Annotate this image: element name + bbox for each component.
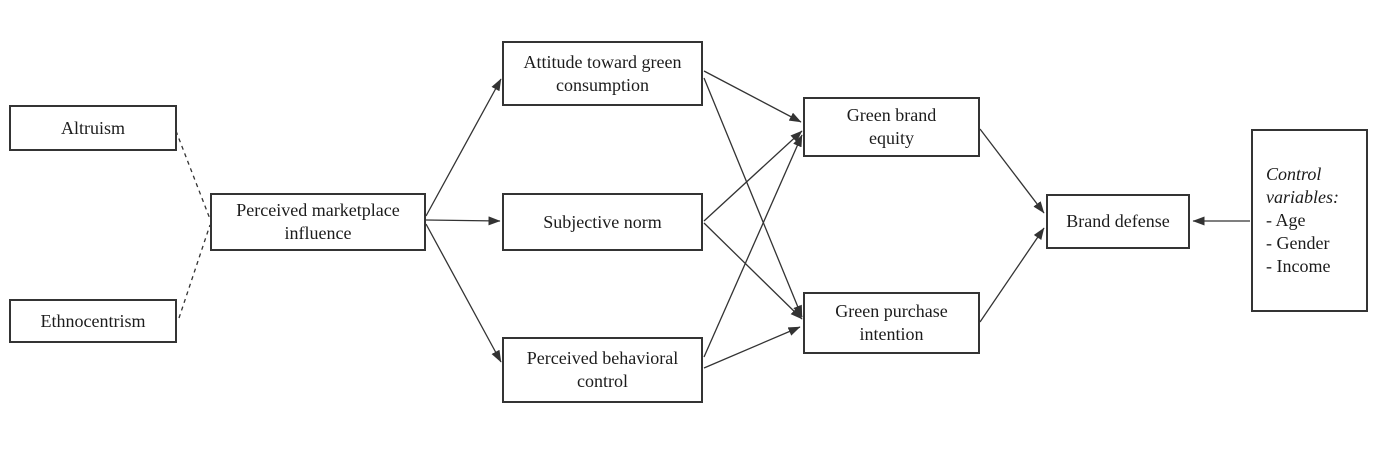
- node-brand-defense: Brand defense: [1046, 194, 1190, 249]
- control-variable-item-income: - Income: [1266, 256, 1331, 276]
- edge-green_brand_equity-to-brand_defense: [979, 128, 1045, 214]
- node-ethnocentrism: Ethnocentrism: [9, 299, 177, 343]
- node-green-purchase-intention: Green purchase intention: [803, 292, 980, 354]
- node-attitude-toward-green-consumption-label: Attitude toward green consumption: [523, 51, 682, 95]
- node-green-brand-equity: Green brand equity: [803, 97, 980, 157]
- edge-perceived_behavioral_control-to-green_brand_equity: [703, 134, 803, 358]
- edge-perceived_marketplace_influence-to-perceived_behavioral_control: [425, 223, 502, 363]
- node-perceived-behavioral-control: Perceived behavioral control: [502, 337, 703, 403]
- edge-perceived_marketplace_influence-to-subjective_norm: [425, 216, 501, 226]
- edge-green_purchase_intention-to-brand_defense: [979, 227, 1045, 323]
- node-perceived-behavioral-control-label: Perceived behavioral control: [526, 348, 679, 391]
- node-ethnocentrism-label: Ethnocentrism: [40, 310, 146, 331]
- node-perceived-marketplace-influence-label: Perceived marketplace influence: [236, 200, 400, 243]
- node-altruism-label: Altruism: [60, 117, 125, 138]
- node-attitude-toward-green-consumption: Attitude toward green consumption: [502, 41, 703, 106]
- node-altruism: Altruism: [9, 105, 177, 151]
- node-subjective-norm-label: Subjective norm: [543, 211, 662, 232]
- edge-perceived_behavioral_control-to-green_purchase_intention: [703, 326, 801, 369]
- node-control-variables: Control variables: - Age - Gender - Inco…: [1251, 129, 1368, 312]
- edge-altruism-to-perceived_marketplace_influence: [175, 130, 211, 220]
- node-green-brand-equity-label: Green brand equity: [846, 105, 937, 148]
- control-variable-item-gender: - Gender: [1266, 233, 1330, 253]
- edge-perceived_marketplace_influence-to-attitude_toward_green_consumption: [425, 78, 502, 217]
- node-brand-defense-label: Brand defense: [1066, 211, 1170, 231]
- edge-attitude_toward_green_consumption-to-green_purchase_intention: [703, 77, 803, 318]
- control-variables-title: Control variables:: [1266, 164, 1339, 207]
- control-variable-item-age: - Age: [1266, 210, 1306, 230]
- edge-subjective_norm-to-green_brand_equity: [703, 130, 803, 222]
- node-subjective-norm: Subjective norm: [502, 193, 703, 251]
- edge-attitude_toward_green_consumption-to-green_brand_equity: [703, 70, 802, 123]
- node-green-purchase-intention-label: Green purchase intention: [835, 301, 948, 344]
- edge-subjective_norm-to-green_purchase_intention: [703, 222, 803, 320]
- edge-ethnocentrism-to-perceived_marketplace_influence: [178, 224, 211, 319]
- node-perceived-marketplace-influence: Perceived marketplace influence: [210, 193, 426, 251]
